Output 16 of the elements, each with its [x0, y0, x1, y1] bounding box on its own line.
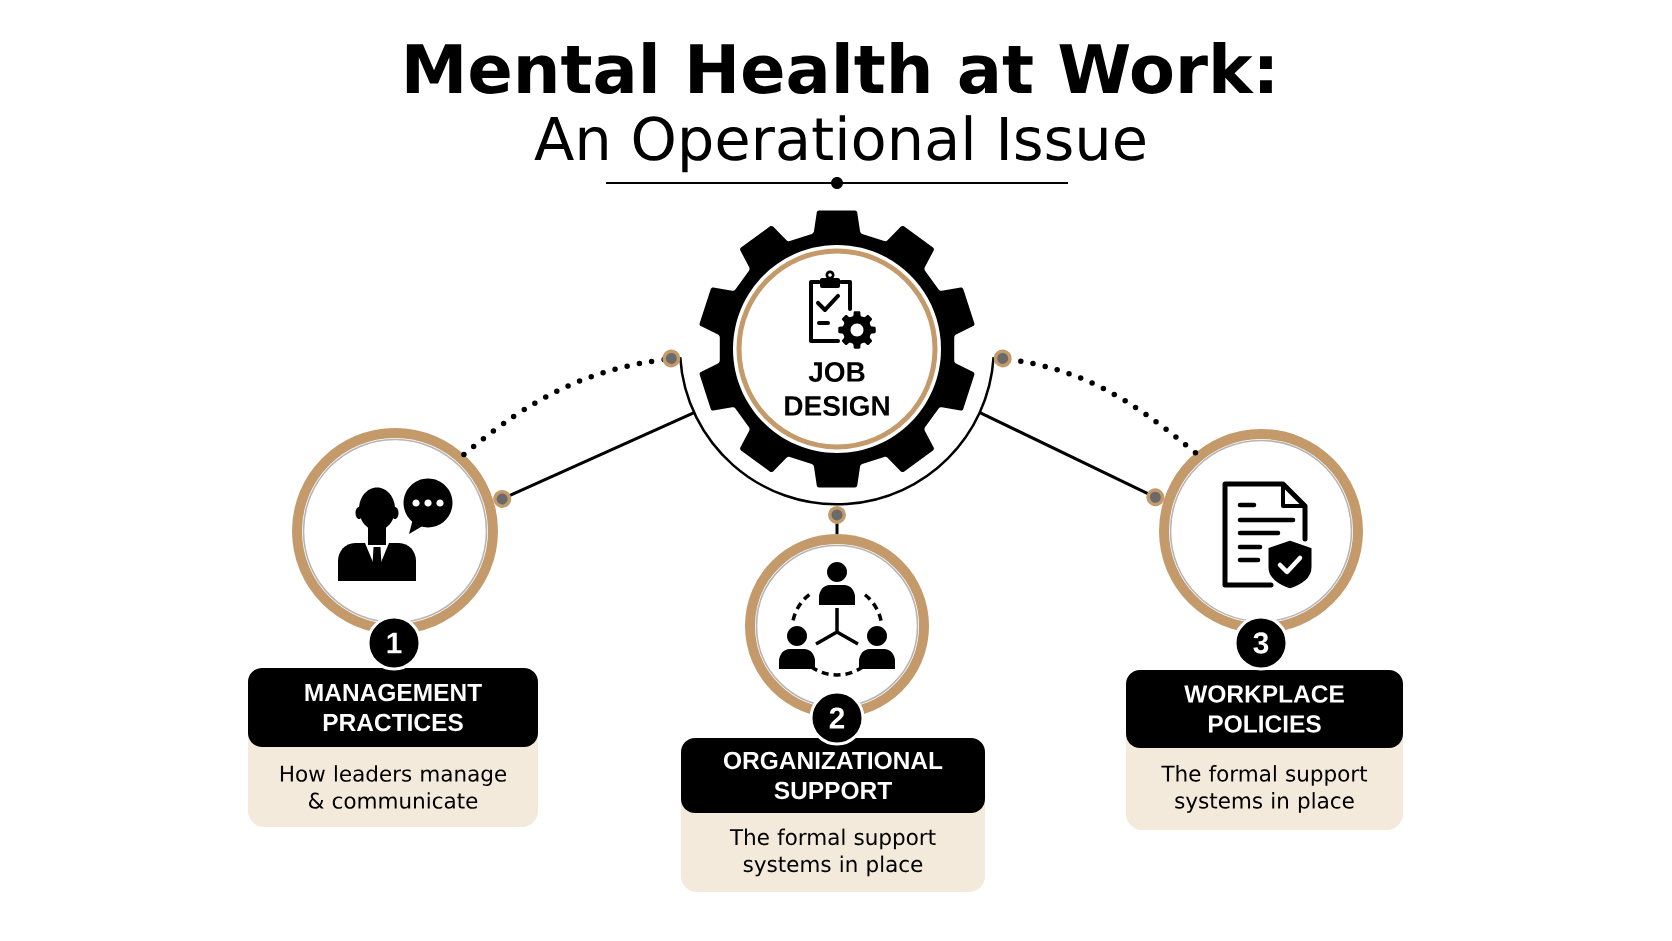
info-card — [248, 668, 538, 827]
connector-line — [979, 411, 1165, 507]
card-text: How leaders manage & communicate — [280, 765, 507, 809]
number-badge: 3 — [1233, 615, 1289, 671]
card-text: The formal support systems in place — [729, 828, 936, 877]
title: Mental Health at Work: — [406, 42, 1272, 94]
card-text: The formal support systems in place — [1161, 765, 1368, 813]
connector-line — [828, 506, 846, 534]
number-badge: 1 — [366, 615, 422, 671]
info-card — [1126, 670, 1403, 830]
connector-line — [993, 349, 1199, 456]
number-badge: 2 — [809, 690, 865, 746]
connector-line — [461, 349, 681, 458]
info-card — [681, 738, 985, 892]
connector-line — [493, 411, 695, 508]
hub-label: JOB DESIGN — [785, 362, 889, 416]
